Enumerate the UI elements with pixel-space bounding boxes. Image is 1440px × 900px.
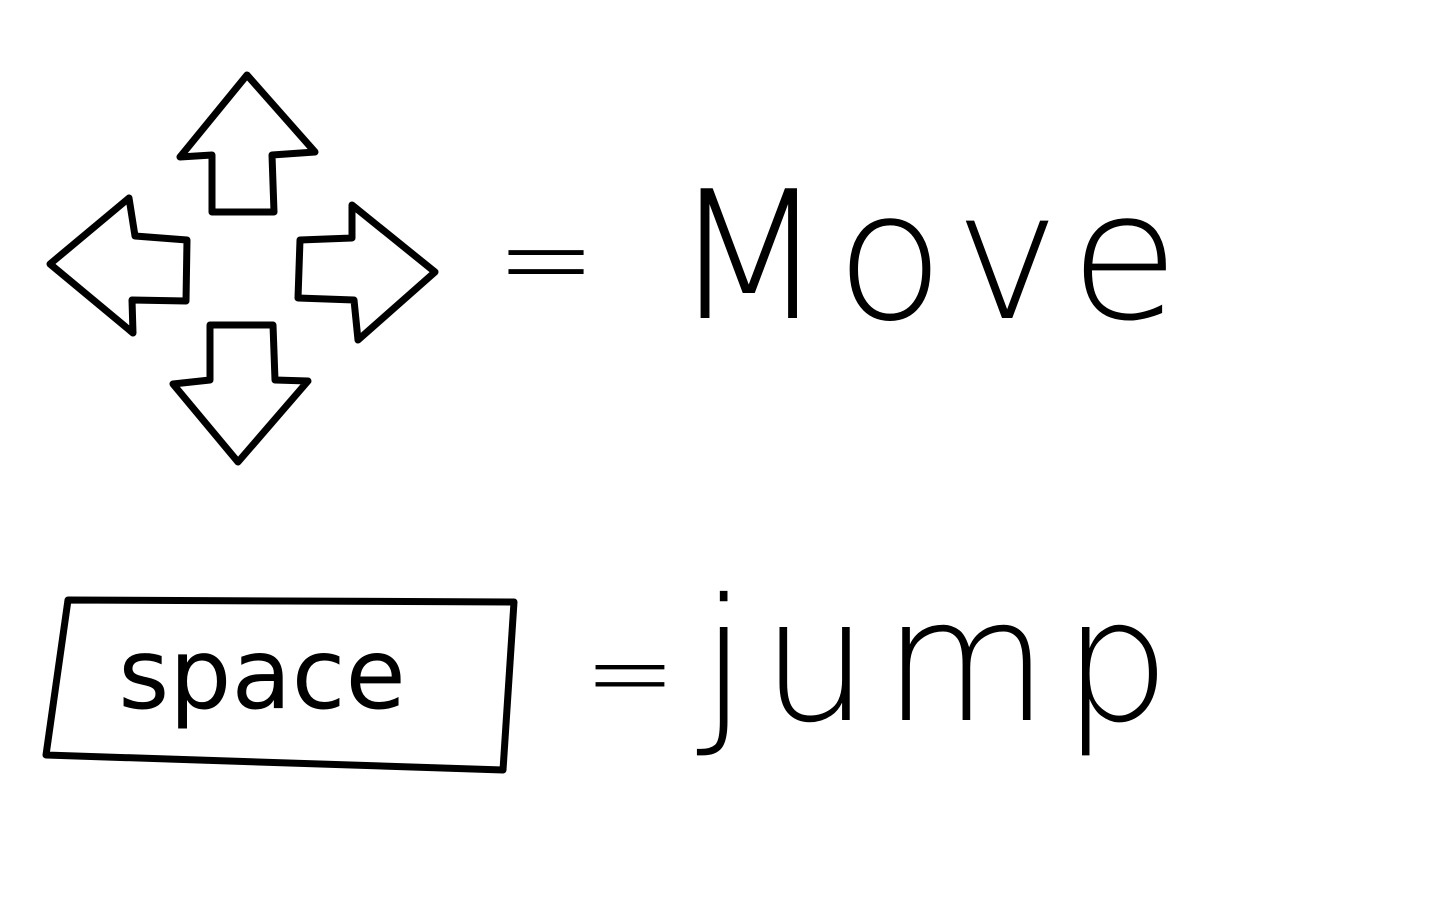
arrow-left-icon	[46, 194, 191, 337]
space-key-icon: space	[42, 596, 518, 774]
arrow-up-icon	[176, 71, 319, 216]
jump-equals-sign: =	[584, 608, 676, 736]
jump-action-label: jump	[696, 563, 1185, 761]
move-action-label: Move	[672, 153, 1189, 360]
space-key-outline	[42, 596, 518, 774]
move-equals-sign: =	[496, 190, 597, 329]
arrow-down-icon	[169, 321, 312, 466]
control-row-move: = Move	[46, 71, 1189, 466]
arrow-keys-icon	[46, 71, 439, 466]
control-row-jump: space = jump	[42, 563, 1185, 774]
space-key-label: space	[118, 618, 406, 732]
arrow-right-icon	[294, 201, 439, 344]
